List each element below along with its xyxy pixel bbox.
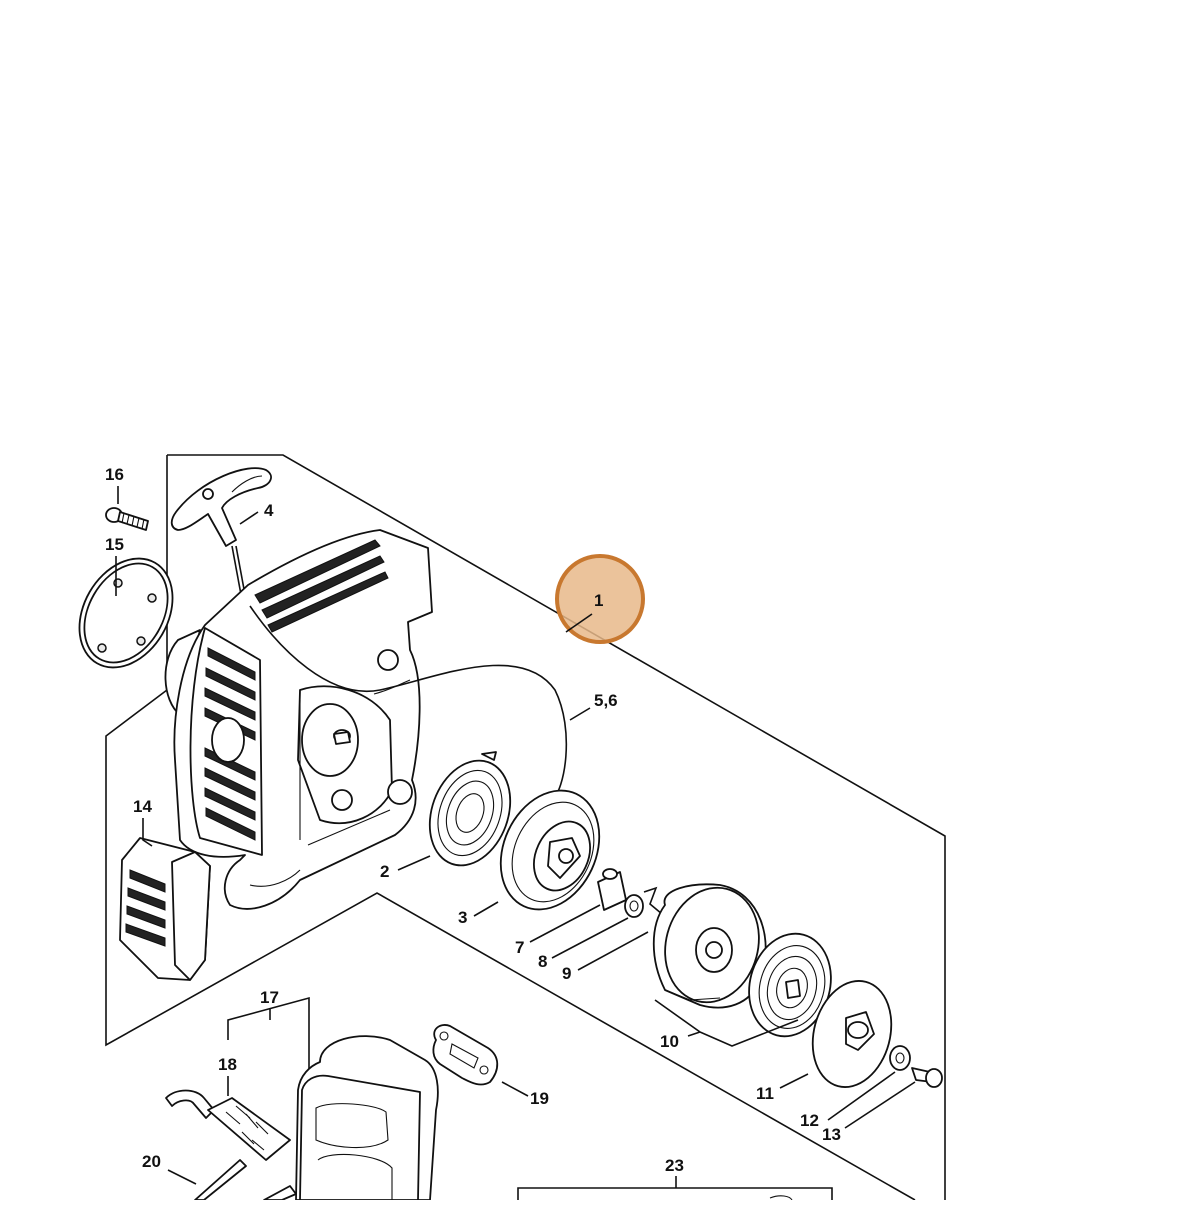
- part-7-pawl[interactable]: [597, 868, 627, 911]
- callout-2[interactable]: 2: [380, 862, 389, 881]
- part-8-washer[interactable]: [624, 894, 644, 918]
- callout-7[interactable]: 7: [515, 938, 524, 957]
- part-15-cover-plate[interactable]: [61, 542, 192, 684]
- callout-5-6[interactable]: 5,6: [594, 691, 618, 710]
- callout-18[interactable]: 18: [218, 1055, 237, 1074]
- part-4-starter-grip[interactable]: [170, 467, 272, 601]
- part-12-pawl-carrier[interactable]: [801, 972, 902, 1096]
- bracket-17-outline: [227, 996, 310, 1070]
- part-19-gasket[interactable]: [432, 1024, 499, 1086]
- callout-labels: 16 15 4 1 5,6 14 2 3 7 8 9 10 11 12 13 1…: [105, 465, 841, 1175]
- part-3-rope-rotor[interactable]: [482, 774, 618, 925]
- part-16-screw[interactable]: [105, 507, 149, 531]
- callout-3[interactable]: 3: [458, 908, 467, 927]
- callout-8[interactable]: 8: [538, 952, 547, 971]
- callout-4[interactable]: 4: [264, 501, 274, 520]
- callout-20[interactable]: 20: [142, 1152, 161, 1171]
- callout-9[interactable]: 9: [562, 964, 571, 983]
- callout-10[interactable]: 10: [660, 1032, 679, 1051]
- bracket-23-outline: [517, 1187, 833, 1200]
- callout-17[interactable]: 17: [260, 988, 279, 1007]
- callout-19[interactable]: 19: [530, 1089, 549, 1108]
- part-20-stud[interactable]: [194, 1159, 297, 1201]
- part-1-fan-housing[interactable]: [164, 529, 433, 910]
- callout-11[interactable]: 11: [756, 1084, 774, 1103]
- callout-13[interactable]: 13: [822, 1125, 841, 1144]
- callout-14[interactable]: 14: [133, 797, 152, 816]
- highlight-marker[interactable]: [555, 554, 645, 644]
- part-17-muffler-housing[interactable]: [295, 1035, 439, 1201]
- callout-1[interactable]: 1: [594, 591, 603, 610]
- callout-23[interactable]: 23: [665, 1156, 684, 1175]
- callout-16[interactable]: 16: [105, 465, 124, 484]
- leader-lines: [115, 486, 916, 1188]
- part-23-edge: [769, 1195, 793, 1201]
- part-13-washer-screw[interactable]: [889, 1045, 943, 1088]
- part-14-guard[interactable]: [119, 837, 211, 981]
- part-2-rewind-spring[interactable]: [416, 749, 524, 876]
- callout-15[interactable]: 15: [105, 535, 124, 554]
- part-9-spring-clip[interactable]: [643, 886, 663, 915]
- part-5-6-starter-rope[interactable]: [249, 605, 568, 801]
- part-18-filter[interactable]: [165, 1089, 291, 1161]
- callout-12[interactable]: 12: [800, 1111, 819, 1130]
- part-11-spring-cassette[interactable]: [738, 924, 842, 1045]
